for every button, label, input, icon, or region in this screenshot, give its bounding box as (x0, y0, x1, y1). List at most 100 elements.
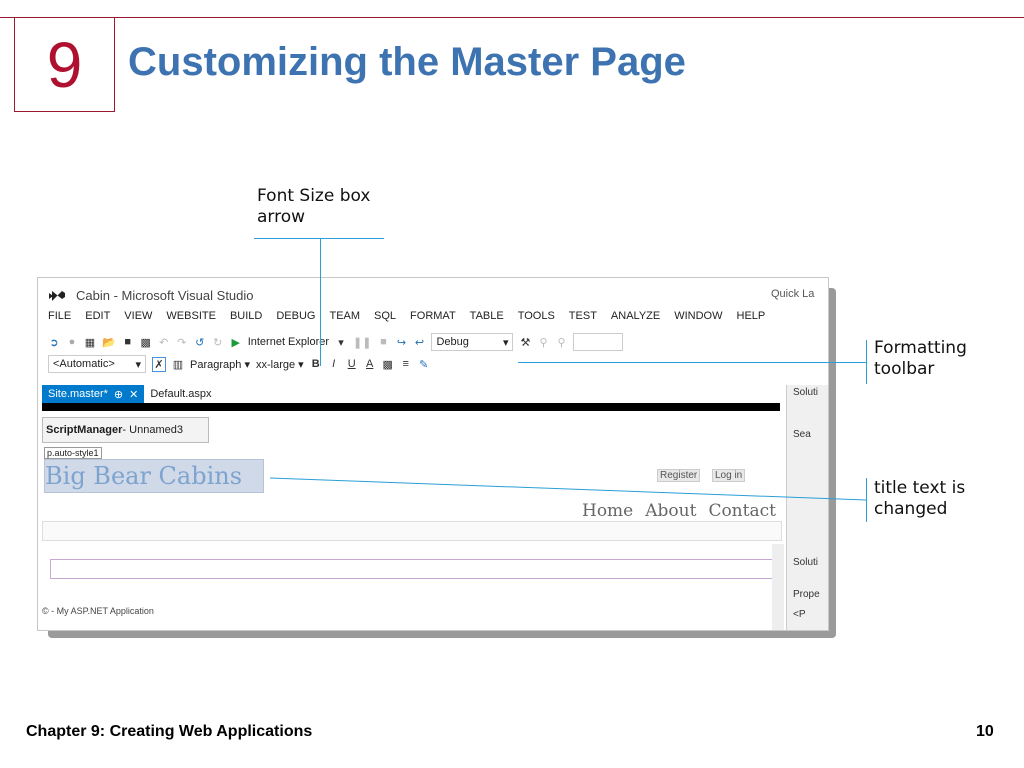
register-link[interactable]: Register (657, 469, 701, 482)
pin-icon[interactable]: ⊕ (113, 388, 124, 401)
quick-launch-input[interactable]: Quick La (771, 288, 815, 300)
menu-sql[interactable]: SQL (374, 310, 397, 322)
vs-screenshot: Cabin - Microsoft Visual Studio Quick La… (37, 277, 829, 631)
script-manager-control[interactable]: ScriptManager - Unnamed3 (42, 417, 209, 443)
save-icon[interactable]: ■ (124, 336, 132, 348)
login-area: Register Log in (567, 461, 777, 495)
block-icon[interactable]: ▥ (172, 358, 184, 371)
editor-header-bar (42, 403, 780, 411)
page-number: 10 (976, 723, 994, 740)
nav-contact[interactable]: Contact (708, 501, 776, 521)
menu-build[interactable]: BUILD (229, 310, 263, 322)
back-icon[interactable]: ➲ (49, 336, 59, 349)
redo-icon[interactable]: ↷ (177, 336, 187, 349)
site-title-text[interactable]: Big Bear Cabins (44, 459, 264, 493)
callout-formatting-leader (518, 362, 866, 363)
run-target-label[interactable]: Internet Explorer (247, 336, 330, 348)
font-size-dropdown[interactable]: xx-large ▾ (256, 358, 304, 371)
standard-toolbar: ➲ ● ▦ 📂 ■ ▩ ↶ ↷ ↺ ↻ ▶ Internet Explorer … (48, 332, 624, 352)
properties-object[interactable]: <P (793, 609, 806, 620)
zoom-out-icon[interactable]: ⚲ (557, 336, 566, 349)
style-value: <Automatic> (53, 358, 115, 370)
align-icon[interactable]: ≡ (402, 358, 409, 370)
menu-window[interactable]: WINDOW (674, 310, 723, 322)
site-nav: Home About Contact (582, 501, 776, 521)
callout-font-size-leader (320, 238, 321, 366)
configuration-dropdown[interactable]: Debug ▾ (431, 333, 514, 351)
tag-badge: p.auto-style1 (44, 447, 102, 459)
open-icon[interactable]: 📂 (102, 336, 116, 349)
find-combo[interactable] (573, 333, 624, 351)
menu-team[interactable]: TEAM (329, 310, 361, 322)
solution-explorer-pane: Soluti Sea Soluti Prope <P (786, 385, 828, 630)
search-label[interactable]: Sea (793, 429, 811, 440)
menu-test[interactable]: TEST (568, 310, 597, 322)
bold-button[interactable]: B (311, 358, 320, 370)
chevron-down-icon: ▾ (135, 358, 141, 371)
footer-text: © - My ASP.NET Application (42, 606, 154, 616)
visual-studio-logo-icon (48, 289, 66, 303)
style-dropdown[interactable]: <Automatic> ▾ (48, 355, 146, 373)
tools-icon[interactable]: ⚒ (520, 336, 531, 349)
login-link[interactable]: Log in (712, 469, 746, 482)
italic-button[interactable]: I (332, 358, 336, 370)
chapter-number-box: 9 (14, 17, 115, 112)
new-project-icon[interactable]: ▦ (84, 336, 96, 349)
start-debug-icon[interactable]: ▶ (231, 336, 240, 349)
solution-explorer-title[interactable]: Soluti (793, 387, 819, 398)
design-surface[interactable]: ScriptManager - Unnamed3 p.auto-style1 B… (42, 411, 784, 630)
close-icon[interactable]: ✕ (129, 388, 139, 401)
forward-icon[interactable]: ● (68, 336, 76, 348)
menu-file[interactable]: FILE (48, 310, 72, 322)
content-placeholder[interactable] (50, 559, 777, 579)
window-title: Cabin - Microsoft Visual Studio (76, 288, 254, 303)
menu-bar: FILE EDIT VIEW WEBSITE BUILD DEBUG TEAM … (48, 310, 779, 322)
menu-help[interactable]: HELP (736, 310, 766, 322)
chevron-down-icon: ▾ (502, 336, 509, 349)
featured-section (42, 521, 782, 541)
slide-top-rule (0, 17, 1024, 18)
undo-icon[interactable]: ↶ (159, 336, 169, 349)
callout-formatting-bracket (866, 340, 867, 384)
highlight-icon[interactable]: ✎ (419, 358, 429, 371)
menu-table[interactable]: TABLE (469, 310, 504, 322)
menu-view[interactable]: VIEW (124, 310, 153, 322)
callout-title-bracket (866, 478, 867, 522)
menu-format[interactable]: FORMAT (410, 310, 456, 322)
menu-analyze[interactable]: ANALYZE (610, 310, 661, 322)
formatting-toolbar: <Automatic> ▾ ✗ ▥ Paragraph ▾ xx-large ▾… (48, 354, 430, 374)
step-into-icon[interactable]: ↪ (396, 336, 407, 349)
pause-icon[interactable]: ❚❚ (353, 336, 372, 349)
format-brush-icon[interactable]: ✗ (152, 356, 166, 372)
save-all-icon[interactable]: ▩ (140, 336, 151, 349)
nav-about[interactable]: About (645, 501, 697, 521)
properties-title[interactable]: Prope (793, 589, 820, 600)
stop-icon[interactable]: ■ (380, 336, 387, 348)
tab-site-master[interactable]: Site.master* ⊕ ✕ (42, 385, 145, 403)
callout-title-changed: title text is changed (874, 478, 966, 519)
chevron-down-icon[interactable]: ▾ (338, 336, 344, 349)
block-format-dropdown[interactable]: Paragraph ▾ (190, 358, 250, 371)
zoom-in-icon[interactable]: ⚲ (539, 336, 548, 349)
editor-scrollbar[interactable] (772, 544, 784, 630)
chevron-down-icon[interactable]: ▾ (298, 358, 304, 371)
tab-default-aspx[interactable]: Default.aspx (150, 388, 212, 400)
navigate-back-icon[interactable]: ↺ (195, 336, 205, 349)
background-color-icon[interactable]: ▩ (382, 358, 393, 371)
nav-home[interactable]: Home (582, 501, 634, 521)
menu-website[interactable]: WEBSITE (166, 310, 216, 322)
font-color-button[interactable]: A (366, 358, 374, 370)
callout-font-size-underline (254, 238, 384, 239)
callout-font-size: Font Size box arrow (257, 186, 371, 227)
menu-edit[interactable]: EDIT (85, 310, 111, 322)
script-manager-id: - Unnamed3 (122, 424, 183, 436)
solution-tab[interactable]: Soluti (793, 557, 819, 568)
navigate-forward-icon[interactable]: ↻ (213, 336, 223, 349)
footer-chapter: Chapter 9: Creating Web Applications (26, 723, 313, 740)
menu-tools[interactable]: TOOLS (517, 310, 555, 322)
underline-button[interactable]: U (347, 358, 356, 370)
menu-debug[interactable]: DEBUG (276, 310, 316, 322)
callout-formatting-toolbar: Formatting toolbar (874, 338, 967, 379)
step-over-icon[interactable]: ↩ (414, 336, 425, 349)
chapter-number: 9 (46, 28, 83, 101)
